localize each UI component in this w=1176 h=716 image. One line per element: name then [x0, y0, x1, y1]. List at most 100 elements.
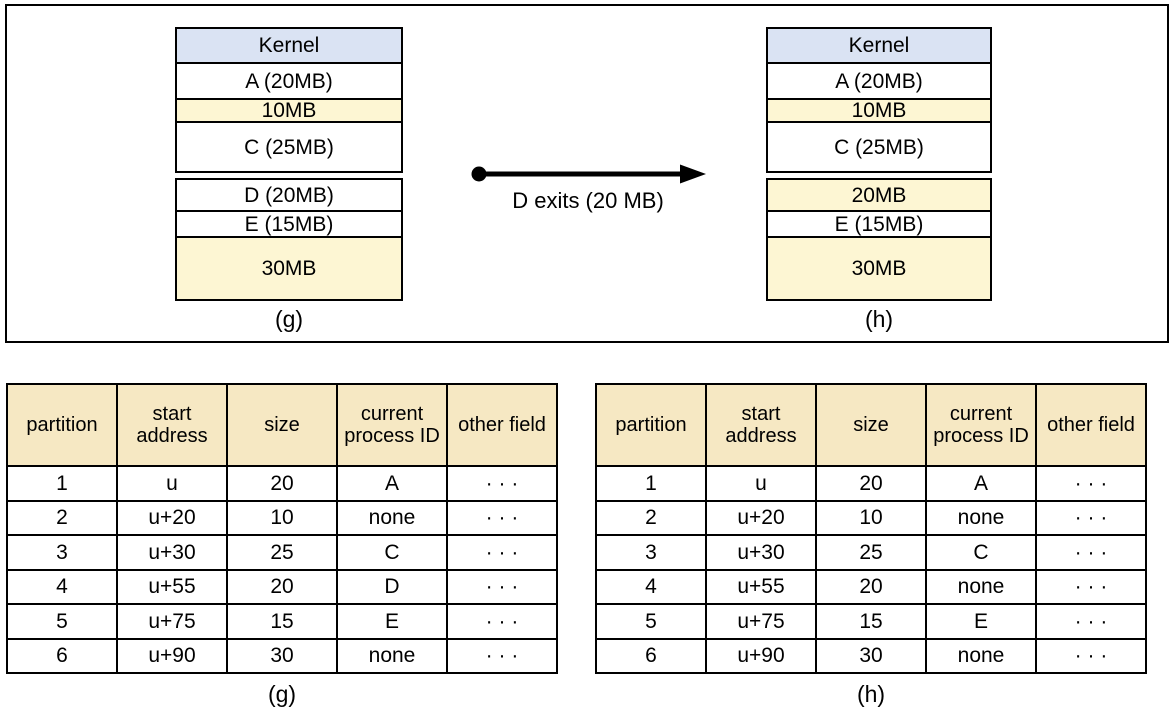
table-cell: A [336, 465, 448, 502]
table-cell: u+75 [116, 603, 228, 640]
table-cell: · · · [1035, 465, 1147, 502]
table-cell: 30 [815, 637, 927, 674]
table-cell: C [925, 534, 1037, 571]
column-header: partition [595, 383, 707, 467]
table-cell: none [336, 637, 448, 674]
table-cell: 15 [815, 603, 927, 640]
column-header: current process ID [336, 383, 448, 467]
column-header: other field [446, 383, 558, 467]
table-cell: 1 [595, 465, 707, 502]
column-header: size [226, 383, 338, 467]
memory-block-free: 30MB [175, 236, 403, 301]
table-cell: 20 [815, 568, 927, 605]
table-cell: 25 [226, 534, 338, 571]
table-cell: 6 [595, 637, 707, 674]
table-cell: · · · [1035, 568, 1147, 605]
column-header: current process ID [925, 383, 1037, 467]
column-header: other field [1035, 383, 1147, 467]
arrow-graphic [471, 164, 706, 184]
table-cell: u+20 [705, 499, 817, 536]
table-cell: · · · [1035, 603, 1147, 640]
table-cell: · · · [1035, 499, 1147, 536]
table-cell: A [925, 465, 1037, 502]
table-cell: 20 [226, 465, 338, 502]
table-cell: · · · [446, 568, 558, 605]
memory-block-kernel: Kernel [766, 27, 992, 64]
memory-block-free: 30MB [766, 236, 992, 301]
table-cell: 20 [815, 465, 927, 502]
memory-block-process: C (25MB) [766, 121, 992, 173]
diagram-label-h: (h) [864, 306, 894, 332]
table-cell: C [336, 534, 448, 571]
column-header: partition [6, 383, 118, 467]
table-label-g: (g) [267, 681, 297, 707]
table-cell: 30 [226, 637, 338, 674]
table-cell: none [336, 499, 448, 536]
table-cell: none [925, 499, 1037, 536]
table-cell: 5 [6, 603, 118, 640]
table-cell: u+55 [705, 568, 817, 605]
table-cell: 5 [595, 603, 707, 640]
table-cell: u+90 [705, 637, 817, 674]
memory-block-process: E (15MB) [766, 210, 992, 238]
column-header: start address [116, 383, 228, 467]
table-cell: · · · [446, 603, 558, 640]
table-cell: · · · [1035, 534, 1147, 571]
transition-arrow [468, 160, 708, 188]
table-cell: none [925, 637, 1037, 674]
table-cell: · · · [446, 534, 558, 571]
table-cell: 10 [815, 499, 927, 536]
memory-block-free: 10MB [766, 98, 992, 123]
memory-block-process: D (20MB) [175, 178, 403, 212]
memory-block-kernel: Kernel [175, 27, 403, 64]
diagram-label-g: (g) [274, 306, 304, 332]
memory-block-process: E (15MB) [175, 210, 403, 238]
table-cell: 3 [595, 534, 707, 571]
table-cell: 25 [815, 534, 927, 571]
table-cell: u+20 [116, 499, 228, 536]
memory-block-process: C (25MB) [175, 121, 403, 173]
table-cell: u+30 [705, 534, 817, 571]
table-cell: · · · [446, 499, 558, 536]
table-cell: u [705, 465, 817, 502]
table-cell: 6 [6, 637, 118, 674]
memory-block-process: A (20MB) [766, 62, 992, 100]
table-cell: none [925, 568, 1037, 605]
table-cell: 3 [6, 534, 118, 571]
column-header: start address [705, 383, 817, 467]
table-cell: u+30 [116, 534, 228, 571]
table-cell: u+55 [116, 568, 228, 605]
table-cell: 10 [226, 499, 338, 536]
memory-block-free: 10MB [175, 98, 403, 123]
table-cell: D [336, 568, 448, 605]
table-cell: 15 [226, 603, 338, 640]
table-label-h: (h) [856, 681, 886, 707]
table-cell: 1 [6, 465, 118, 502]
transition-label: D exits (20 MB) [512, 188, 664, 213]
table-cell: E [925, 603, 1037, 640]
table-cell: u+90 [116, 637, 228, 674]
table-cell: E [336, 603, 448, 640]
column-header: size [815, 383, 927, 467]
table-cell: u [116, 465, 228, 502]
table-cell: u+75 [705, 603, 817, 640]
